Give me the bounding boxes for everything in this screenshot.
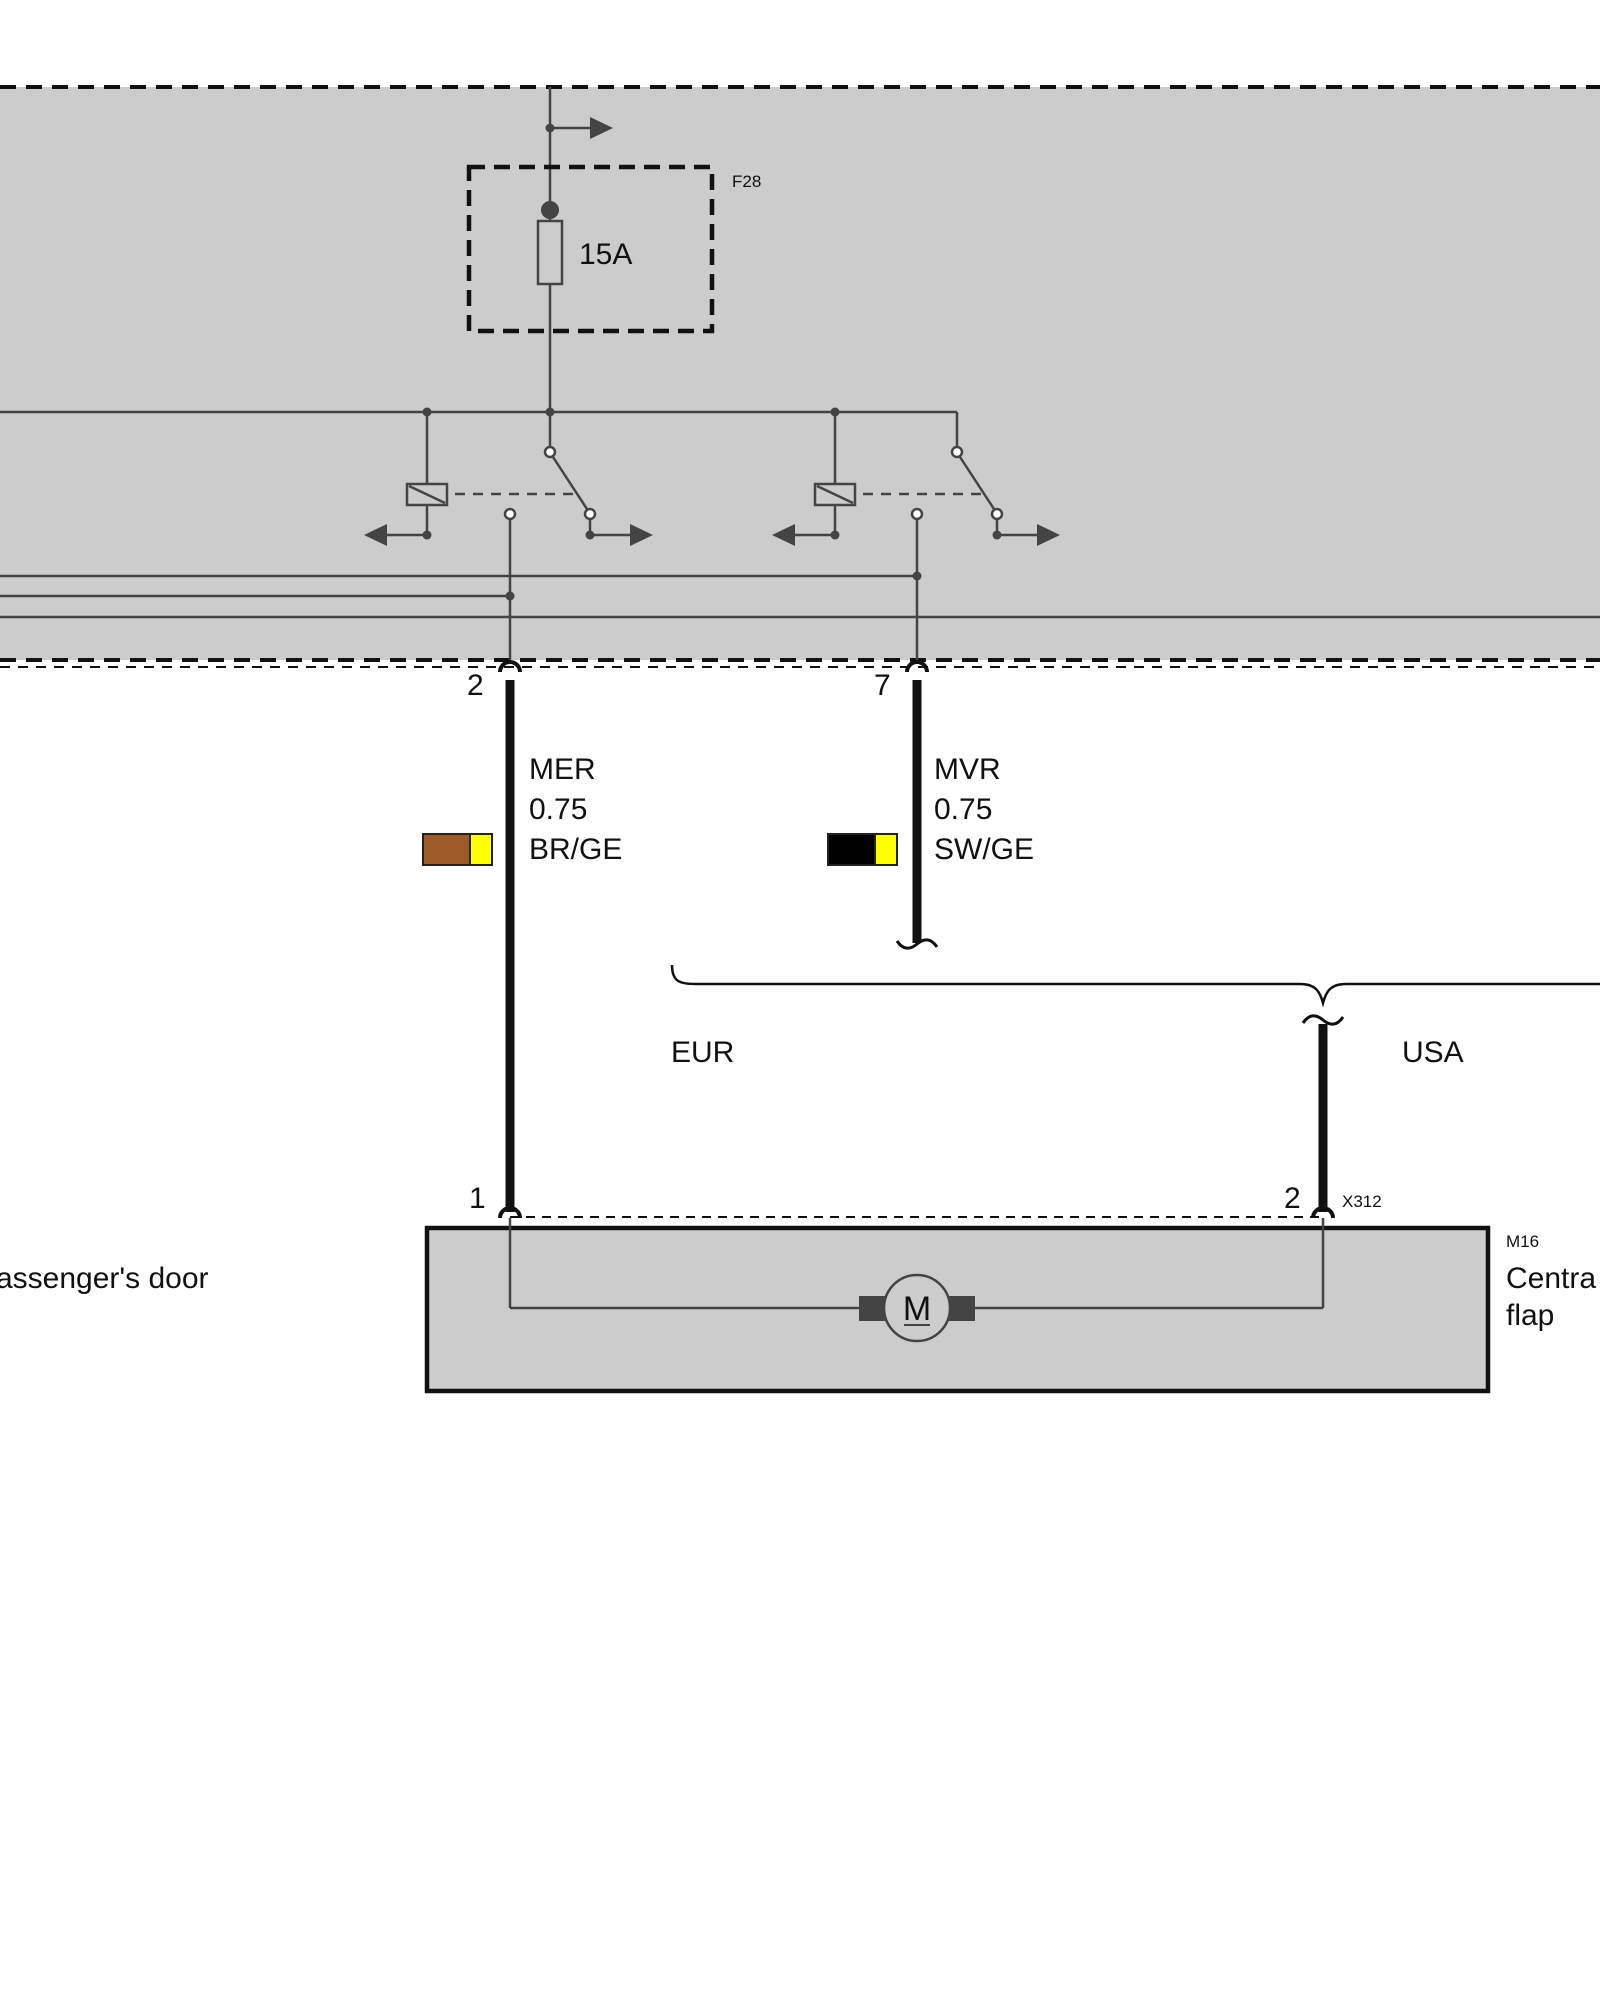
component-name-line2: flap	[1506, 1299, 1554, 1332]
motor-symbol: M	[903, 1290, 931, 1328]
arrow-left-icon	[364, 524, 387, 546]
wire-name: MVR	[934, 753, 1001, 786]
motor-icon: M	[859, 1273, 975, 1343]
pin-label: 1	[469, 1182, 486, 1215]
wire-gauge: 0.75	[529, 793, 587, 826]
connector-ref: X312	[1342, 1192, 1382, 1211]
wire-name: MER	[529, 753, 596, 786]
control-unit-body	[0, 87, 1600, 660]
arrow-right-icon	[630, 524, 653, 546]
variant-usa-label: USA	[1402, 1036, 1464, 1069]
pin-label: 7	[874, 669, 891, 702]
fuse-box	[466, 164, 715, 334]
control-unit: 15A F28	[0, 85, 1600, 668]
wire-color-swatch	[422, 833, 493, 866]
wire-usa[interactable]: 2 X312	[1284, 1014, 1382, 1219]
wire-mvr[interactable]: 7 MVR 0.75 SW/GE	[827, 660, 1034, 950]
wire-break-icon	[895, 938, 939, 950]
wire-color-code: SW/GE	[934, 833, 1034, 866]
fuse-icon	[536, 219, 564, 286]
wire-mer[interactable]: 2 MER 0.75 BR/GE 1	[422, 660, 622, 1219]
arrow-right-icon	[590, 117, 613, 139]
pin-label: 2	[1284, 1182, 1301, 1215]
variant-brace: EUR USA	[670, 964, 1600, 1069]
wire-gauge: 0.75	[934, 793, 992, 826]
wire-color-code: BR/GE	[529, 833, 622, 866]
fuse-rating: 15A	[579, 238, 632, 271]
wire-break-icon	[1301, 1014, 1345, 1026]
component-m16: M M16 Centra flap	[424, 1216, 1596, 1394]
wire-color-swatch	[827, 833, 898, 866]
component-name: Centra	[1506, 1262, 1596, 1295]
relay-2	[772, 412, 1060, 660]
arrow-right-icon	[1037, 524, 1060, 546]
pin-label: 2	[467, 669, 484, 702]
variant-eur-label: EUR	[671, 1036, 734, 1069]
passenger-door-label: assenger's door	[0, 1262, 209, 1295]
component-ref: M16	[1506, 1232, 1539, 1251]
arrow-left-icon	[772, 524, 795, 546]
fuse-ref: F28	[732, 172, 761, 191]
relay-1	[364, 412, 653, 660]
